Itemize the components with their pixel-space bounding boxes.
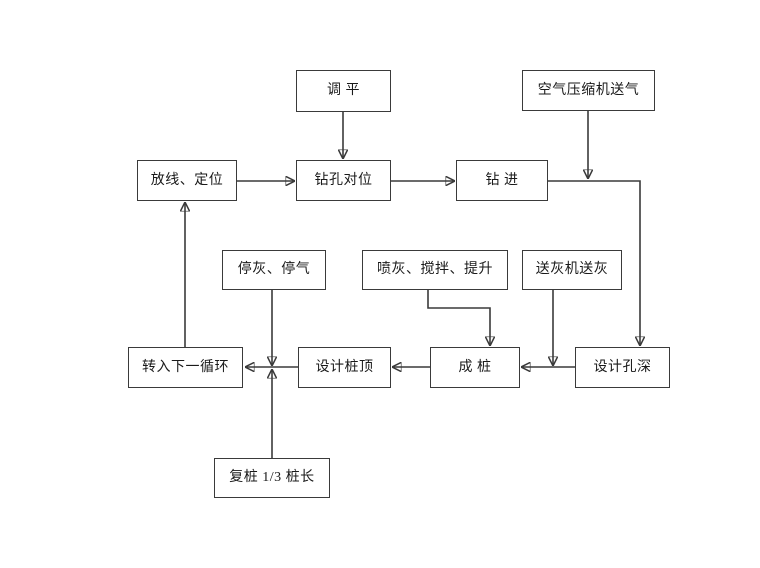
node-fangxian-label: 放线、定位 — [150, 172, 224, 188]
node-tinghui-label: 停灰、停气 — [237, 262, 311, 277]
node-shejizhuanding-label: 设计桩顶 — [315, 359, 374, 375]
node-tiaoping-label: 调 平 — [327, 83, 360, 98]
node-songhuiji[interactable]: 送灰机送灰 — [522, 250, 622, 290]
node-chengzhuang-label: 成 桩 — [458, 359, 492, 375]
node-shejikongshen[interactable]: 设计孔深 — [575, 347, 670, 388]
edge-zuanjin-to-shejikongshen — [548, 180, 640, 345]
node-tinghui[interactable]: 停灰、停气 — [222, 250, 326, 290]
edge-penhui-to-chengzhuang — [427, 290, 490, 345]
node-penhui[interactable]: 喷灰、搅拌、提升 — [362, 250, 508, 290]
node-tiaoping[interactable]: 调 平 — [296, 70, 391, 112]
node-zuankong[interactable]: 钻孔对位 — [296, 160, 391, 201]
node-fuzhuang-label: 复桩 1/3 桩长 — [229, 470, 315, 485]
node-fuzhuang[interactable]: 复桩 1/3 桩长 — [214, 458, 330, 498]
node-shejizhuanding[interactable]: 设计桩顶 — [298, 347, 391, 388]
node-kongya[interactable]: 空气压缩机送气 — [522, 70, 655, 111]
node-zhuanru[interactable]: 转入下一循环 — [128, 347, 243, 388]
node-zuankong-label: 钻孔对位 — [314, 172, 373, 188]
node-zuanjin[interactable]: 钻 进 — [456, 160, 548, 201]
node-kongya-label: 空气压缩机送气 — [537, 82, 640, 98]
node-zuanjin-label: 钻 进 — [485, 172, 519, 188]
node-chengzhuang[interactable]: 成 桩 — [430, 347, 520, 388]
node-shejikongshen-label: 设计孔深 — [593, 359, 652, 375]
node-fangxian[interactable]: 放线、定位 — [137, 160, 237, 201]
node-songhuiji-label: 送灰机送灰 — [535, 262, 609, 277]
node-penhui-label: 喷灰、搅拌、提升 — [377, 262, 493, 277]
node-zhuanru-label: 转入下一循环 — [142, 359, 229, 375]
